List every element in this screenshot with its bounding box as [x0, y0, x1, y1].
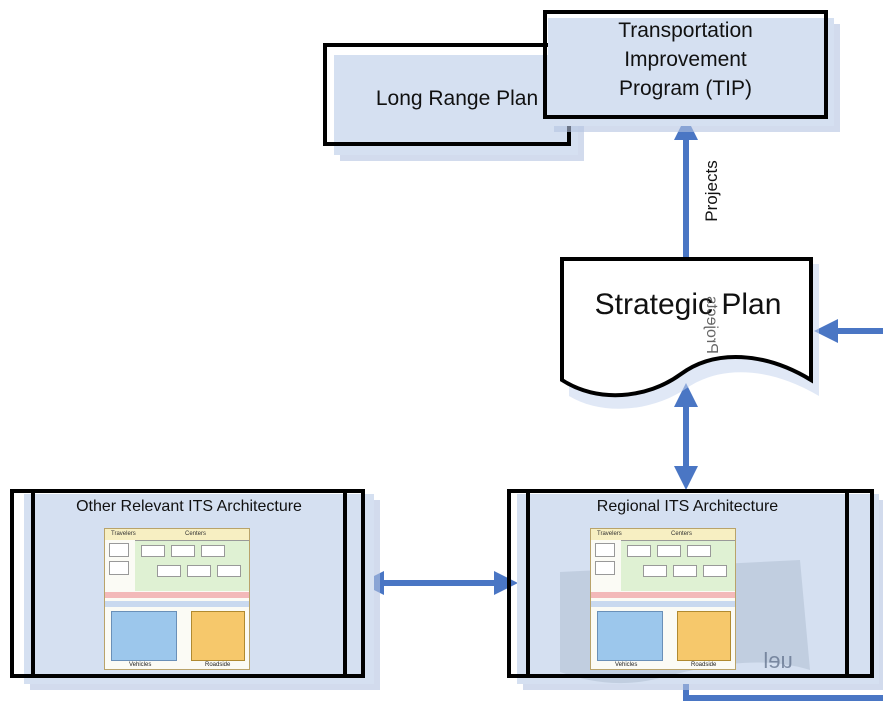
other-arch-thumbnail: Travelers Centers Vehicles Roadside	[104, 528, 250, 670]
thumb-cell	[595, 543, 615, 557]
thumb-roadside	[677, 611, 731, 661]
thumb-vehicles	[597, 611, 663, 661]
thumb-band	[591, 592, 735, 598]
thumb-cell	[187, 565, 211, 577]
thumb-header: Travelers Centers	[591, 529, 735, 540]
thumb-band	[105, 592, 249, 598]
thumb-cell	[109, 561, 129, 575]
regional-arch-thumbnail: Travelers Centers Vehicles Roadside	[590, 528, 736, 670]
thumb-header: Travelers Centers	[105, 529, 249, 540]
tip-label-line-2: Improvement	[624, 48, 747, 71]
thumb-cell	[703, 565, 727, 577]
long-range-plan-box	[334, 55, 578, 155]
regional-arch-title: Regional ITS Architecture	[596, 498, 779, 515]
thumb-centers: Centers	[185, 531, 207, 537]
tip-label: Transportation Improvement Program (TIP)	[563, 16, 808, 103]
other-arch-title: Other Relevant ITS Architecture	[76, 498, 302, 515]
thumb-roadside-label: Roadside	[691, 662, 717, 668]
thumb-cell	[595, 561, 615, 575]
strategic-plan-label: Strategic Plan	[594, 288, 782, 321]
thumb-cell	[217, 565, 241, 577]
thumb-cell	[171, 545, 195, 557]
thumb-cell	[109, 543, 129, 557]
projects-mirrored-label: Projects	[703, 296, 720, 354]
thumb-cell	[201, 545, 225, 557]
thumb-travelers: Travelers	[597, 531, 622, 537]
tip-box	[548, 18, 834, 126]
tip-label-line-3: Program (TIP)	[618, 77, 752, 100]
thumb-cell	[643, 565, 667, 577]
thumb-roadside	[191, 611, 245, 661]
thumb-cell	[687, 545, 711, 557]
tip-frame	[543, 10, 828, 119]
tip-label-line-1: Transportation	[618, 19, 753, 42]
projects-edge-label: Projects	[702, 160, 721, 222]
thumb-cell	[673, 565, 697, 577]
thumb-centers: Centers	[671, 531, 693, 537]
regional-output-line	[683, 678, 883, 701]
thumb-cell	[657, 545, 681, 557]
regional-arch-frame-inner	[526, 489, 849, 678]
thumb-vehicles-label: Vehicles	[129, 662, 152, 668]
thumb-band	[591, 601, 735, 607]
thumb-vehicles-label: Vehicles	[615, 662, 638, 668]
thumb-roadside-label: Roadside	[205, 662, 231, 668]
thumb-cell	[157, 565, 181, 577]
thumb-travelers: Travelers	[111, 531, 136, 537]
thumb-cell	[141, 545, 165, 557]
long-range-plan-label: Long Range Plan	[375, 87, 539, 110]
thumb-vehicles	[111, 611, 177, 661]
other-arch-frame-inner	[31, 489, 347, 678]
strategic-plan-shape	[560, 257, 819, 409]
thumb-cell	[627, 545, 651, 557]
thumb-band	[105, 601, 249, 607]
